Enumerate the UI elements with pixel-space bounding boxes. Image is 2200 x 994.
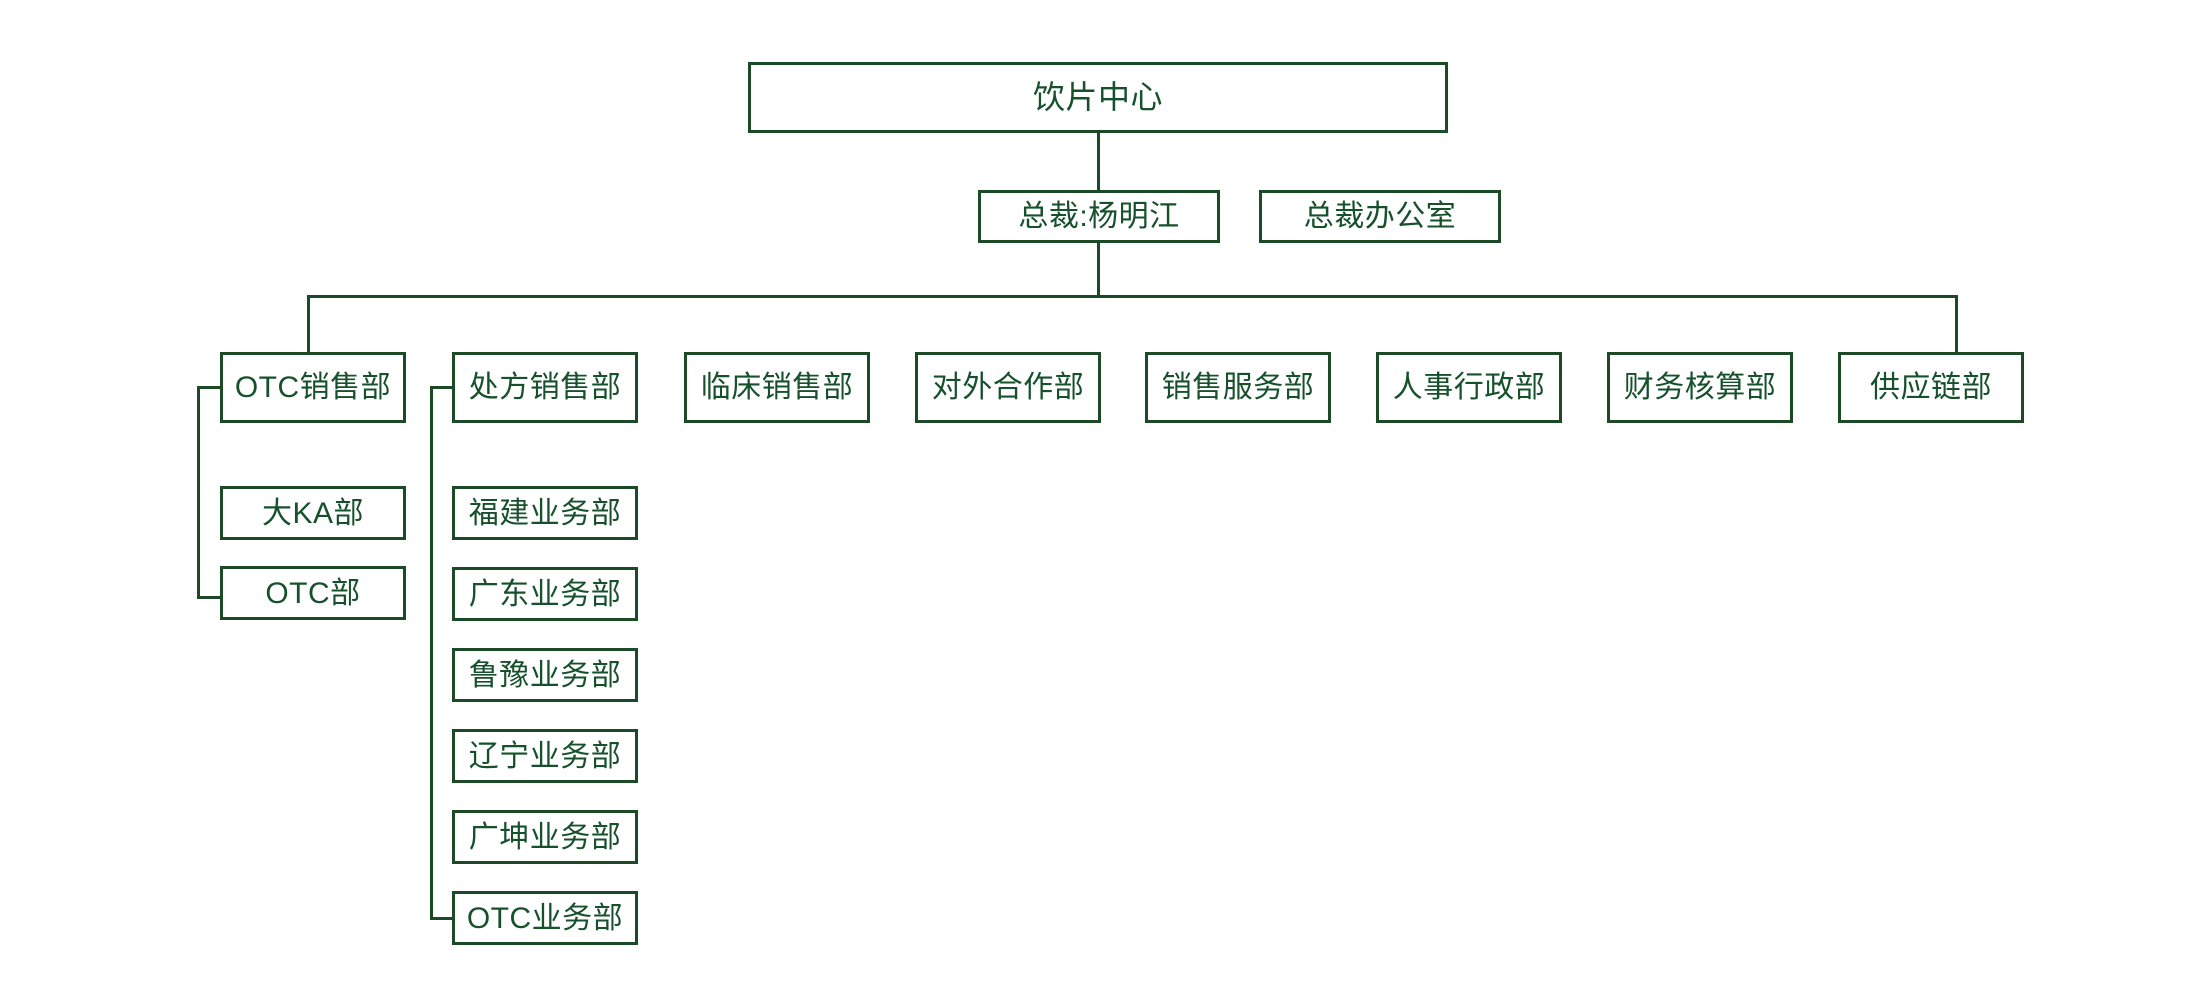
node-sub-big-ka[interactable]: 大KA部 — [220, 486, 406, 540]
connector-root-to-president — [1097, 133, 1100, 190]
connector-otc-sales-stub-top — [197, 386, 222, 389]
node-president-office[interactable]: 总裁办公室 — [1259, 190, 1501, 243]
node-sub-liaoning-business[interactable]: 辽宁业务部 — [452, 729, 638, 783]
connector-president-to-bus — [1097, 243, 1100, 297]
node-sub-luyu-business[interactable]: 鲁豫业务部 — [452, 648, 638, 702]
node-sub-otc[interactable]: OTC部 — [220, 566, 406, 620]
node-department-human-resources-admin[interactable]: 人事行政部 — [1376, 352, 1562, 423]
node-department-supply-chain[interactable]: 供应链部 — [1838, 352, 2024, 423]
node-sub-guangdong-business[interactable]: 广东业务部 — [452, 567, 638, 621]
connector-prescription-sales-stub-top — [430, 386, 454, 389]
connector-otc-sales-spine — [197, 386, 200, 599]
node-department-clinical-sales[interactable]: 临床销售部 — [684, 352, 870, 423]
node-sub-otc-business[interactable]: OTC业务部 — [452, 891, 638, 945]
node-root-drink-tablet-center[interactable]: 饮片中心 — [748, 62, 1448, 133]
node-sub-guangkun-business[interactable]: 广坤业务部 — [452, 810, 638, 864]
connector-prescription-sales-spine — [430, 386, 433, 920]
node-sub-fujian-business[interactable]: 福建业务部 — [452, 486, 638, 540]
node-department-external-cooperation[interactable]: 对外合作部 — [915, 352, 1101, 423]
connector-bus-to-otc-sales — [307, 295, 310, 352]
node-department-sales-service[interactable]: 销售服务部 — [1145, 352, 1331, 423]
connector-bus-to-supply-chain — [1955, 295, 1958, 352]
node-president[interactable]: 总裁:杨明江 — [978, 190, 1220, 243]
node-department-financial-accounting[interactable]: 财务核算部 — [1607, 352, 1793, 423]
node-department-prescription-sales[interactable]: 处方销售部 — [452, 352, 638, 423]
node-department-otc-sales[interactable]: OTC销售部 — [220, 352, 406, 423]
connector-department-bus — [307, 295, 1958, 298]
connector-otc-sales-stub-bottom — [197, 596, 222, 599]
connector-prescription-sales-stub-bottom — [430, 917, 454, 920]
